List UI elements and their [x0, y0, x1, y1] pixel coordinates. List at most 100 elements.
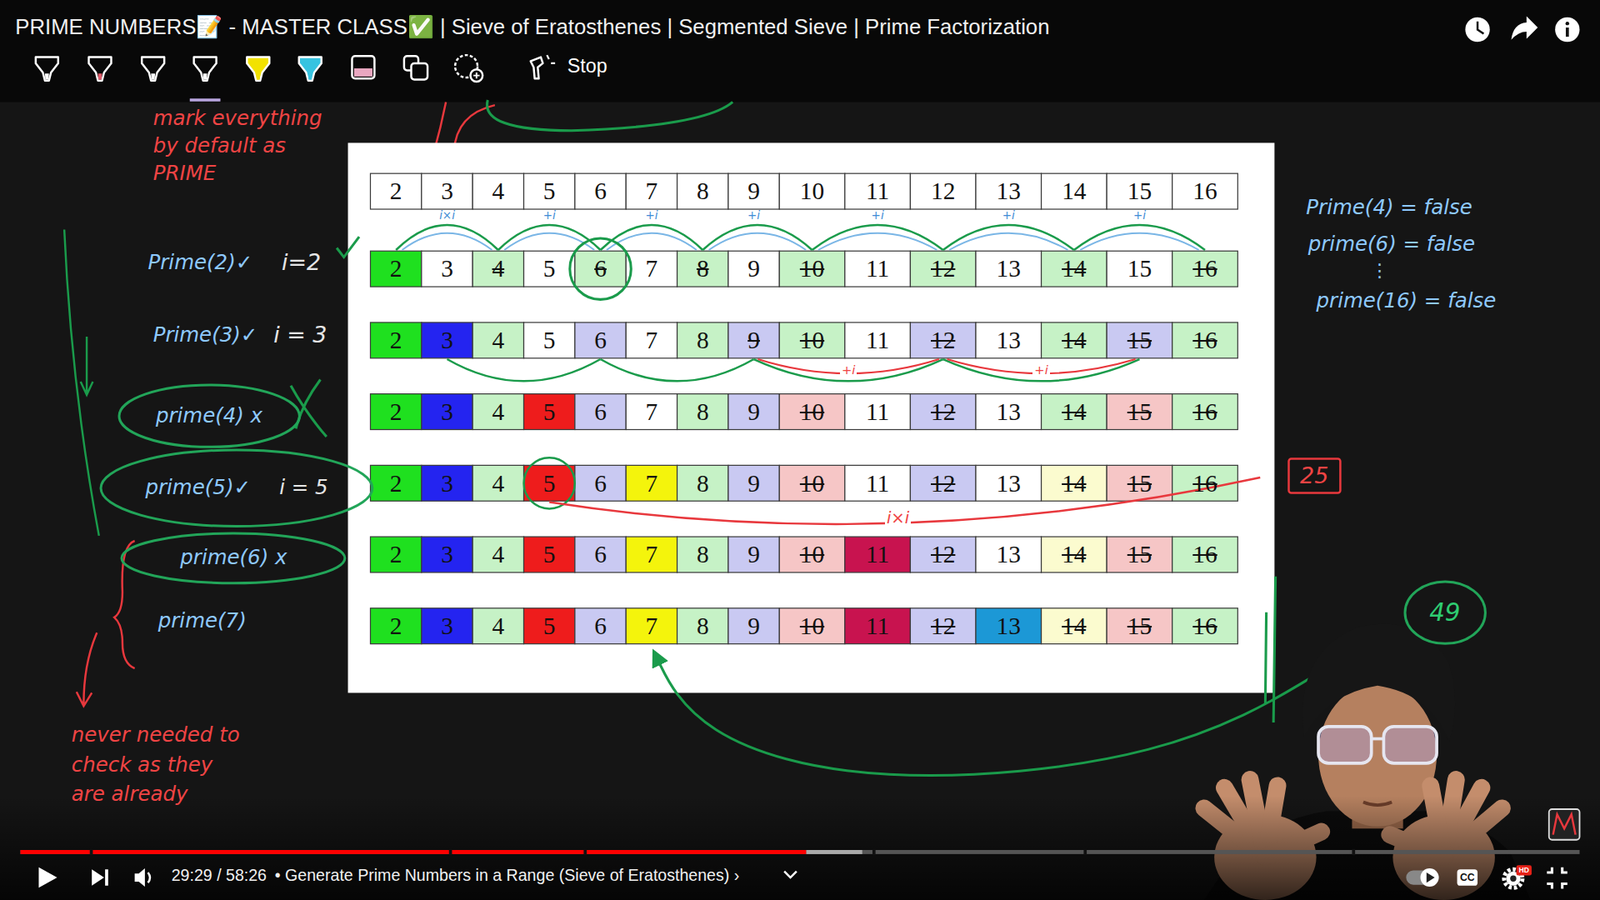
- table-cell: 13: [975, 465, 1042, 501]
- table-cell: 9: [728, 394, 780, 430]
- info-mark: [1565, 27, 1570, 37]
- table-cell: 7: [625, 536, 677, 573]
- step-arc: [812, 225, 944, 250]
- table-cell: 12: [910, 173, 976, 210]
- table-cell: 16: [1172, 250, 1239, 287]
- table-cell: 10: [779, 173, 845, 210]
- sieve-cell: [1106, 250, 1173, 287]
- sieve-cell: [1106, 608, 1173, 645]
- sieve-cell: [845, 250, 911, 287]
- step-note: i×i: [885, 509, 911, 528]
- sieve-cell: [779, 394, 845, 430]
- table-cell: 5: [524, 394, 575, 430]
- step-arc: [504, 233, 595, 250]
- step-arc: [1074, 225, 1205, 250]
- autoplay-knob: [1420, 868, 1439, 887]
- presenter-glasses: [1371, 737, 1385, 741]
- captions-icon: CC: [1457, 869, 1478, 886]
- table-cell: 6: [575, 536, 626, 573]
- table-cell: 15: [1106, 608, 1173, 645]
- step-arc: [600, 359, 755, 381]
- table-cell: 4: [472, 465, 524, 501]
- table-cell: 6: [575, 394, 626, 430]
- sieve-cell: [1041, 394, 1108, 430]
- sieve-cell: [728, 322, 780, 359]
- sieve-cell: [421, 608, 473, 645]
- table-cell: 10: [779, 394, 845, 430]
- sieve-cell: [472, 608, 524, 645]
- pen-tool-icon: [299, 57, 322, 81]
- table-cell: 14: [1041, 465, 1108, 501]
- step-note: +i: [1032, 363, 1050, 377]
- step-note: +i: [1131, 210, 1148, 223]
- sieve-cell: [472, 173, 524, 210]
- sieve-cell: [1172, 536, 1239, 573]
- sieve-cell: [1172, 465, 1239, 501]
- table-cell: 15: [1106, 322, 1173, 359]
- step-note: +i: [1000, 210, 1017, 223]
- sieve-cell: [910, 322, 976, 359]
- step-arc: [498, 225, 601, 250]
- table-cell: 14: [1041, 394, 1108, 430]
- sieve-cell: [1041, 465, 1108, 501]
- handwritten-note: never needed to check as they are alread…: [71, 720, 250, 810]
- pen-tool-icon: [141, 57, 165, 81]
- table-cell: 12: [910, 322, 976, 359]
- sieve-cell: [1172, 250, 1239, 287]
- ink-arrow: [80, 336, 94, 395]
- chapter-title: • Generate Prime Numbers in a Range (Sie…: [275, 866, 740, 885]
- sieve-cell: [975, 322, 1042, 359]
- volume-icon: [148, 872, 150, 883]
- table-cell: 12: [910, 250, 976, 287]
- sieve-cell: [1106, 394, 1173, 430]
- table-cell: 9: [728, 322, 780, 359]
- sieve-cell: [728, 394, 780, 430]
- ink-stroke: [487, 100, 734, 131]
- sieve-cell: [575, 173, 626, 210]
- table-cell: 6: [575, 173, 626, 210]
- sieve-cell: [1172, 173, 1239, 210]
- sieve-cell: [370, 536, 421, 573]
- table-cell: 6: [575, 322, 626, 359]
- sieve-cell: [370, 173, 421, 210]
- selected-tool-mark: [190, 98, 221, 102]
- exit-fullscreen-icon: [1546, 867, 1567, 890]
- table-cell: 11: [845, 322, 911, 359]
- table-cell: 11: [845, 536, 911, 573]
- chapter-gap: [583, 849, 587, 855]
- sieve-cell: [1106, 322, 1173, 359]
- table-cell: 6: [575, 250, 626, 287]
- step-note: i×i: [437, 210, 457, 223]
- table-cell: 13: [975, 322, 1042, 359]
- table-cell: 7: [625, 250, 677, 287]
- table-cell: 13: [975, 608, 1042, 645]
- pen-tip: [98, 73, 103, 80]
- sieve-cell: [524, 250, 575, 287]
- node-text: 25: [1300, 463, 1329, 489]
- ink-arrow: [76, 632, 97, 706]
- table-cell: 4: [472, 250, 524, 287]
- hand-circle: [524, 457, 575, 509]
- table-cell: 2: [370, 322, 421, 359]
- table-cell: 2: [370, 173, 421, 210]
- video-title: PRIME NUMBERS📝 - MASTER CLASS✅ | Sieve o…: [15, 15, 1050, 39]
- sieve-cell: [370, 322, 421, 359]
- pen-tip: [255, 73, 260, 80]
- sieve-cell: [779, 608, 845, 645]
- sieve-cell: [575, 465, 626, 501]
- step-arc: [606, 233, 697, 250]
- sieve-cell: [1172, 608, 1239, 645]
- stop-icon: [530, 57, 544, 80]
- sieve-cell: [677, 465, 729, 501]
- table-cell: 12: [910, 465, 976, 501]
- presenter-glasses: [1383, 726, 1437, 764]
- table-cell: 4: [472, 608, 524, 645]
- outline: [121, 533, 345, 584]
- table-cell: 16: [1172, 536, 1239, 573]
- sieve-cell: [625, 394, 677, 430]
- ink-stroke: [64, 230, 100, 536]
- step-note: +i: [870, 210, 886, 223]
- sieve-cell: [845, 394, 911, 430]
- sieve-cell: [524, 465, 575, 501]
- chapter-gap: [90, 849, 94, 855]
